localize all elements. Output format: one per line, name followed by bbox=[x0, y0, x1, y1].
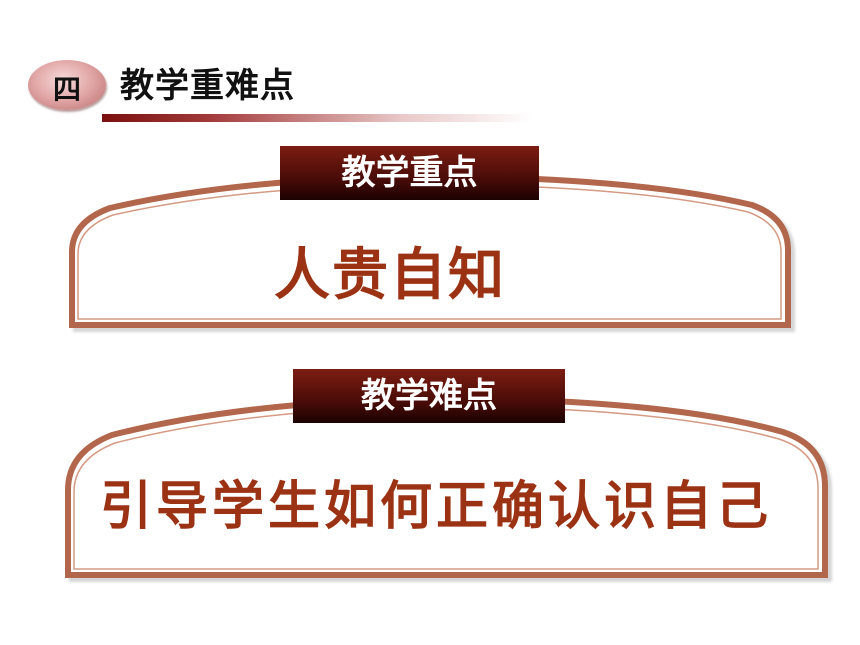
difficulty-label: 教学难点 bbox=[293, 369, 565, 423]
key-point-label: 教学重点 bbox=[280, 146, 539, 200]
difficulty-content: 引导学生如何正确认识自己 bbox=[100, 476, 773, 537]
section-number: 四 bbox=[52, 73, 81, 106]
key-point-content: 人贵自知 bbox=[274, 242, 506, 308]
section-title: 教学重难点 bbox=[120, 66, 295, 106]
title-underline bbox=[102, 114, 532, 122]
section-number-badge: 四 bbox=[28, 60, 106, 110]
